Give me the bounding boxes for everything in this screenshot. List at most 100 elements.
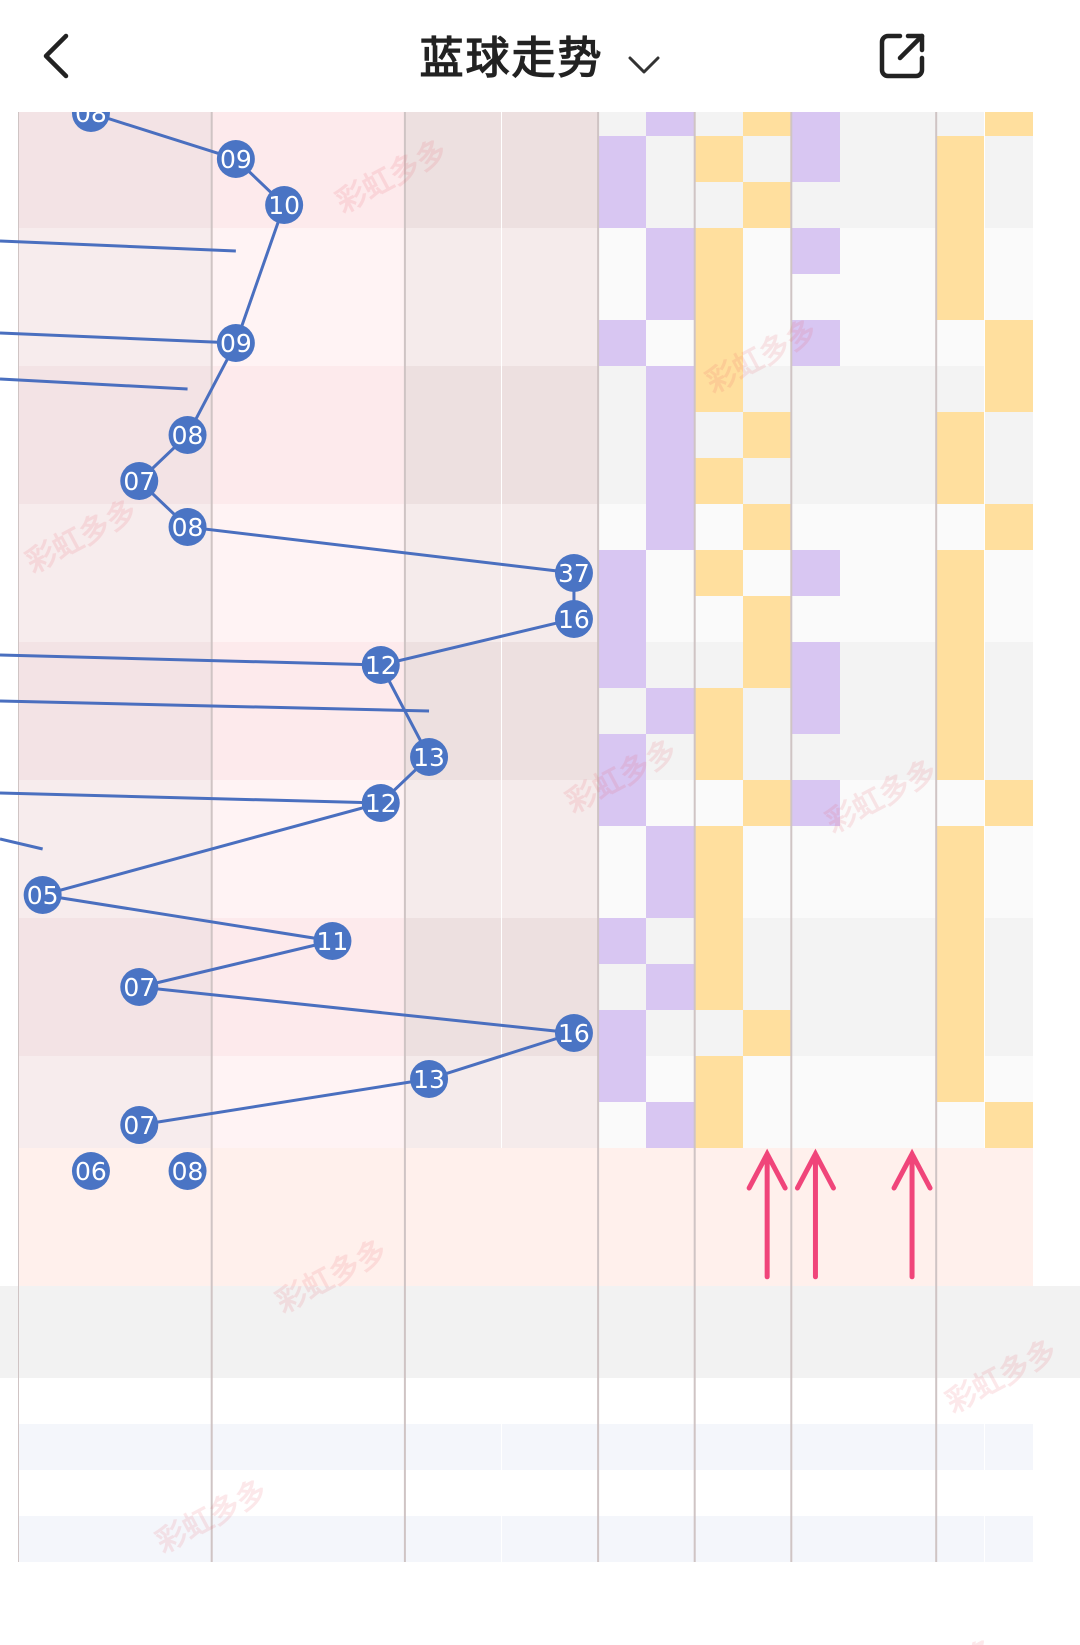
grid-cell bbox=[984, 136, 1033, 182]
grid-cell bbox=[453, 688, 502, 734]
grid-cell bbox=[163, 112, 212, 136]
grid-cell bbox=[308, 1010, 357, 1056]
drawn-number-ball bbox=[554, 554, 593, 592]
grid-cell bbox=[18, 1010, 67, 1056]
grid-cell bbox=[404, 872, 454, 918]
grid-cell bbox=[163, 734, 212, 780]
grid-cell bbox=[501, 918, 550, 964]
grid-cell bbox=[646, 412, 695, 458]
grid-cell bbox=[839, 228, 888, 274]
drawn-number-label: 08 bbox=[172, 421, 204, 450]
drawn-number-ball bbox=[71, 112, 110, 132]
grid-cell bbox=[694, 136, 743, 182]
grid-cell bbox=[501, 688, 550, 734]
grid-cell bbox=[453, 1102, 502, 1148]
grid-cell bbox=[66, 1010, 116, 1056]
drawn-number-label: 07 bbox=[123, 467, 155, 496]
grid-cell bbox=[936, 320, 985, 366]
chevron-left-icon[interactable] bbox=[30, 28, 86, 84]
grid-cell bbox=[743, 504, 792, 550]
drawn-number-label: 13 bbox=[413, 1065, 445, 1094]
grid-cell bbox=[694, 688, 743, 734]
drawn-number-label: 12 bbox=[365, 789, 397, 818]
grid-cell bbox=[404, 964, 454, 1010]
grid-cell bbox=[887, 734, 937, 780]
grid-cell bbox=[694, 918, 743, 964]
grid-cell bbox=[18, 136, 67, 182]
grid-cell bbox=[694, 112, 743, 136]
stat-cell bbox=[839, 1378, 888, 1424]
grid-cell bbox=[260, 734, 309, 780]
grid-cell bbox=[501, 504, 550, 550]
grid-cell bbox=[791, 734, 840, 780]
stat-cell bbox=[501, 1424, 550, 1470]
stat-cell bbox=[453, 1378, 502, 1424]
grid-cell bbox=[887, 872, 937, 918]
grid-cell bbox=[308, 1102, 357, 1148]
grid-cell bbox=[211, 112, 260, 136]
grid-cell bbox=[936, 228, 985, 274]
grid-cell bbox=[936, 366, 985, 412]
grid-cell bbox=[453, 274, 502, 320]
grid-cell bbox=[308, 550, 357, 596]
grid-cell bbox=[356, 1010, 405, 1056]
grid-cell bbox=[501, 182, 550, 228]
grid-cell bbox=[743, 366, 792, 412]
grid-cell bbox=[743, 412, 792, 458]
grid-cell bbox=[646, 918, 695, 964]
grid-cell bbox=[501, 320, 550, 366]
grid-cell bbox=[549, 228, 599, 274]
title-selector[interactable]: 蓝球走势 bbox=[0, 22, 1080, 86]
grid-cell bbox=[501, 734, 550, 780]
grid-cell bbox=[453, 826, 502, 872]
grid-cell bbox=[66, 274, 116, 320]
grid-cell bbox=[598, 228, 647, 274]
grid-cell bbox=[404, 320, 454, 366]
grid-cell bbox=[887, 228, 937, 274]
drawn-number-ball bbox=[120, 1106, 159, 1144]
grid-cell bbox=[163, 1056, 212, 1102]
stat-cell bbox=[887, 1378, 937, 1424]
grid-cell bbox=[598, 642, 647, 688]
grid-cell bbox=[887, 136, 937, 182]
grid-cell bbox=[115, 228, 164, 274]
grid-cell bbox=[887, 504, 937, 550]
grid-cell bbox=[501, 642, 550, 688]
grid-cell bbox=[66, 688, 116, 734]
app-header: 蓝球走势 bbox=[0, 0, 1080, 112]
grid-cell bbox=[356, 1056, 405, 1102]
grid-cell bbox=[936, 780, 985, 826]
grid-cell bbox=[984, 366, 1033, 412]
grid-cell bbox=[163, 826, 212, 872]
grid-cell bbox=[163, 688, 212, 734]
grid-cell bbox=[791, 596, 840, 642]
stat-cell bbox=[984, 1516, 1033, 1562]
grid-cell bbox=[163, 1102, 212, 1148]
trend-line-segment bbox=[0, 791, 381, 805]
grid-cell bbox=[356, 412, 405, 458]
grid-cell bbox=[211, 964, 260, 1010]
grid-cell bbox=[453, 550, 502, 596]
grid-cell bbox=[984, 320, 1033, 366]
grid-cell bbox=[839, 1102, 888, 1148]
grid-cell bbox=[66, 366, 116, 412]
stat-cell bbox=[308, 1378, 357, 1424]
grid-cell bbox=[308, 182, 357, 228]
selected-number-ball bbox=[71, 1152, 110, 1190]
grid-cell bbox=[549, 274, 599, 320]
trend-line-segment bbox=[0, 837, 43, 851]
grid-cell bbox=[66, 412, 116, 458]
grid-cell bbox=[646, 964, 695, 1010]
drawn-number-label: 10 bbox=[268, 191, 300, 220]
grid-cell bbox=[404, 274, 454, 320]
grid-cell bbox=[743, 274, 792, 320]
stat-cell bbox=[791, 1424, 840, 1470]
grid-cell bbox=[163, 1010, 212, 1056]
grid-cell bbox=[839, 458, 888, 504]
grid-cell bbox=[453, 320, 502, 366]
drawn-number-label: 16 bbox=[558, 1019, 590, 1048]
grid-cell bbox=[453, 780, 502, 826]
grid-cell bbox=[936, 1102, 985, 1148]
share-external-icon[interactable] bbox=[874, 28, 930, 84]
